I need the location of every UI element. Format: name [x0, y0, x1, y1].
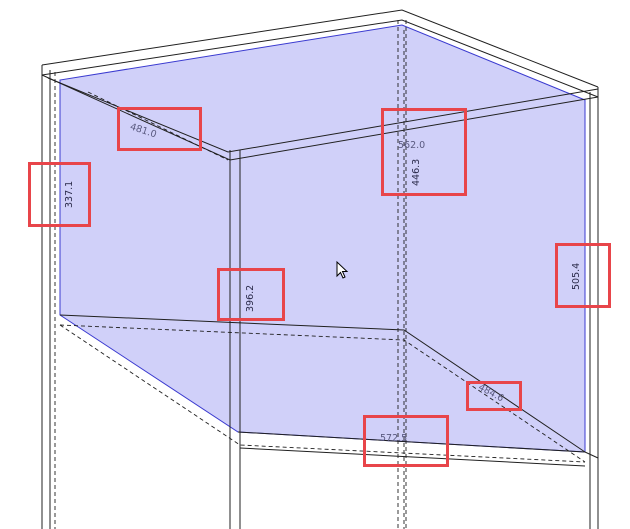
dim-front-height: 396.2 [245, 285, 256, 312]
highlight-box-front-height [217, 268, 285, 321]
top-panel[interactable] [41, 9, 599, 529]
highlight-box-right-height [555, 243, 611, 308]
dim-top-width: 562.0 [398, 140, 425, 151]
shelf-panel[interactable] [59, 314, 599, 467]
dim-right-height: 505.4 [571, 263, 582, 290]
highlight-box-top-width [381, 108, 467, 196]
highlight-box-bottom-depth [466, 381, 522, 411]
dim-left-height: 337.1 [64, 181, 75, 208]
arrow-cursor-icon [336, 260, 349, 279]
hidden-edges [54, 20, 586, 529]
highlight-box-top-depth-left [117, 107, 202, 151]
dim-top-depth-right: 446.3 [411, 159, 422, 186]
highlight-box-left-height [28, 162, 91, 227]
highlight-box-bottom-width [363, 415, 449, 467]
dim-bottom-width: 572.5 [380, 433, 407, 444]
